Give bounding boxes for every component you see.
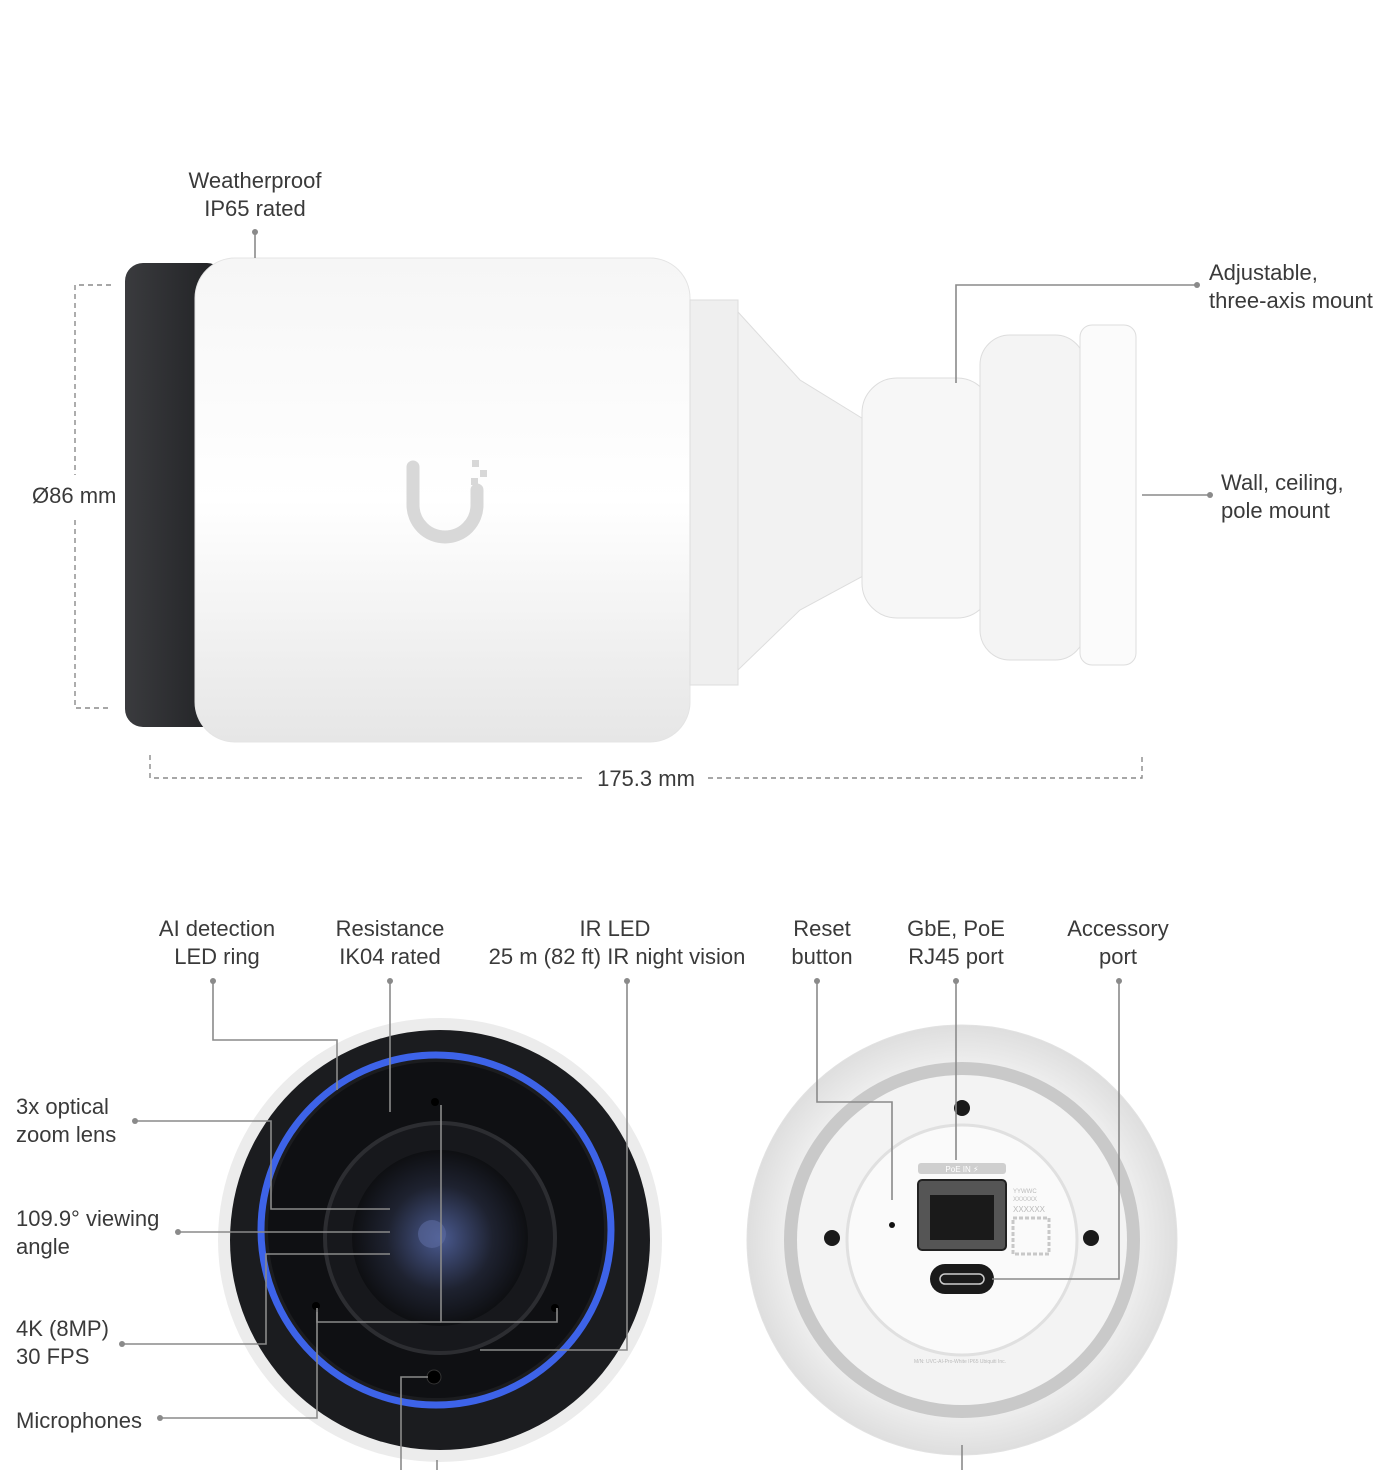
svg-text:Accessory: Accessory — [1067, 916, 1168, 941]
label-ai-ring: AI detection LED ring — [159, 916, 338, 1090]
front-view-camera — [218, 1018, 662, 1462]
ai-led-ring — [257, 1051, 615, 1409]
svg-text:25 m (82 ft) IR night vision: 25 m (82 ft) IR night vision — [489, 944, 746, 969]
camera-body — [194, 257, 691, 743]
svg-text:109.9° viewing: 109.9° viewing — [16, 1206, 159, 1231]
svg-text:IR LED: IR LED — [580, 916, 651, 941]
label-reset: Reset button — [791, 916, 893, 1200]
svg-text:Weatherproof: Weatherproof — [189, 168, 323, 193]
svg-text:port: port — [1099, 944, 1137, 969]
label-zoom-lens: 3x optical zoom lens — [16, 1094, 390, 1210]
label-wall-mount: Wall, ceiling, pole mount — [1142, 470, 1344, 523]
svg-text:M/N: UVC-AI-Pro-White IP65 U: M/N: UVC-AI-Pro-White IP65 Ubiquiti Inc. — [914, 1359, 1006, 1365]
svg-text:GbE, PoE: GbE, PoE — [907, 916, 1005, 941]
label-resistance: Resistance IK04 rated — [336, 916, 445, 1112]
svg-text:pole mount: pole mount — [1221, 498, 1330, 523]
back-view-camera: PoE IN ⚡ YYWWC XXXXXX XXXXXX M/N: UVC-AI… — [746, 1024, 1178, 1456]
svg-text:RJ45 port: RJ45 port — [908, 944, 1003, 969]
mount-base — [1079, 324, 1137, 666]
svg-text:button: button — [791, 944, 852, 969]
svg-text:3x optical: 3x optical — [16, 1094, 109, 1119]
label-ir-led: IR LED 25 m (82 ft) IR night vision — [316, 916, 746, 1351]
svg-text:Resistance: Resistance — [336, 916, 445, 941]
label-accessory: Accessory port — [961, 916, 1169, 1470]
svg-text:zoom lens: zoom lens — [16, 1122, 116, 1147]
svg-text:Ø86 mm: Ø86 mm — [32, 483, 116, 508]
label-weatherproof: Weatherproof IP65 rated — [189, 168, 323, 258]
svg-text:Reset: Reset — [793, 916, 850, 941]
svg-text:XXXXXX: XXXXXX — [1013, 1197, 1037, 1203]
svg-text:LED ring: LED ring — [174, 944, 260, 969]
label-microphones: Microphones — [16, 1312, 438, 1470]
label-rj45: GbE, PoE RJ45 port — [907, 916, 1005, 1160]
label-diameter: Ø86 mm — [32, 284, 116, 709]
svg-text:Microphones: Microphones — [16, 1408, 142, 1433]
usb-c-accessory-port — [930, 1264, 994, 1294]
svg-text:PoE IN ⚡: PoE IN ⚡ — [945, 1165, 978, 1174]
svg-text:angle: angle — [16, 1234, 70, 1259]
side-view-camera — [125, 257, 1137, 743]
label-length: 175.3 mm — [149, 755, 1143, 791]
svg-text:IP65 rated: IP65 rated — [204, 196, 306, 221]
mount-ball — [861, 377, 993, 619]
svg-text:IK04 rated: IK04 rated — [339, 944, 441, 969]
svg-text:Adjustable,: Adjustable, — [1209, 260, 1318, 285]
label-resolution: 4K (8MP) 30 FPS — [16, 1253, 390, 1369]
mount-neck — [737, 310, 866, 672]
svg-text:XXXXXX: XXXXXX — [1013, 1205, 1046, 1214]
ubiquiti-logo-icon — [406, 460, 484, 544]
svg-text:AI detection: AI detection — [159, 916, 275, 941]
svg-text:30 FPS: 30 FPS — [16, 1344, 89, 1369]
reset-button — [889, 1222, 895, 1228]
svg-text:4K (8MP): 4K (8MP) — [16, 1316, 109, 1341]
svg-text:Wall, ceiling,: Wall, ceiling, — [1221, 470, 1344, 495]
svg-text:three-axis mount: three-axis mount — [1209, 288, 1373, 313]
svg-text:YYWWC: YYWWC — [1013, 1189, 1037, 1195]
svg-text:175.3 mm: 175.3 mm — [597, 766, 695, 791]
label-viewing-angle: 109.9° viewing angle — [16, 1206, 390, 1259]
qr-code-icon — [1011, 1216, 1051, 1256]
label-mount: Adjustable, three-axis mount — [955, 260, 1373, 383]
